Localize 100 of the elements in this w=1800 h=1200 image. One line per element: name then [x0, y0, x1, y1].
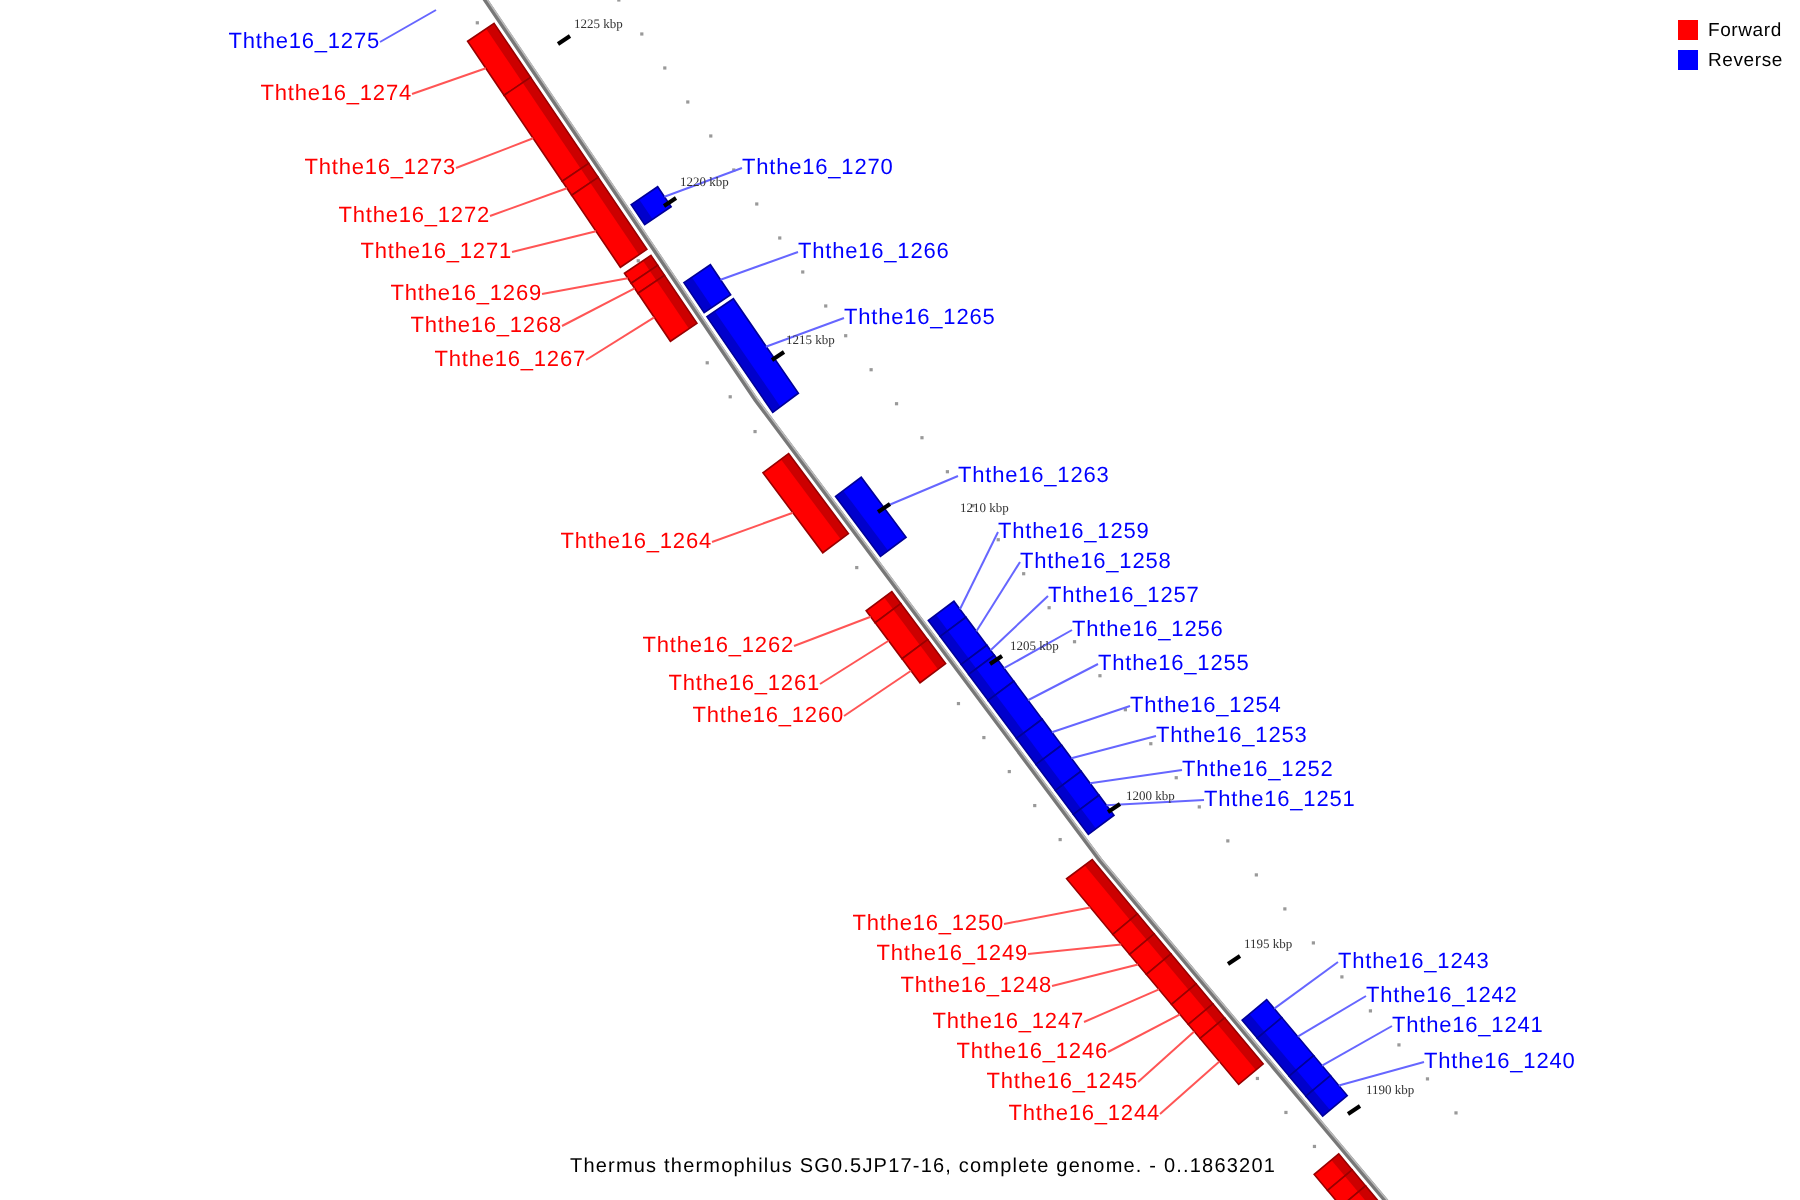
- gene-block: [927, 600, 968, 638]
- leader-line: [1027, 943, 1123, 955]
- gene-label: Ththe16_1266: [798, 238, 950, 266]
- gene-block: [1170, 982, 1214, 1026]
- leader-line: [379, 9, 437, 43]
- gene-label: Ththe16_1268: [410, 312, 562, 340]
- leader-line: [1159, 1060, 1221, 1115]
- leader-line: [843, 669, 913, 717]
- gene-block: [1065, 858, 1139, 936]
- leader-line: [1050, 705, 1131, 734]
- gene-label: Ththe16_1255: [1098, 650, 1250, 678]
- gene-label: Ththe16_1258: [1020, 548, 1172, 576]
- leader-line: [561, 287, 636, 327]
- gene-label: Ththe16_1270: [742, 154, 894, 182]
- gene-block: [466, 22, 532, 97]
- gene-block: [1072, 794, 1116, 836]
- legend-label: Forward: [1708, 19, 1782, 41]
- gene-label: Ththe16_1272: [338, 202, 490, 230]
- gene-label: Ththe16_1273: [304, 154, 456, 182]
- gene-block: [1241, 998, 1283, 1040]
- gene-block: [1034, 744, 1083, 792]
- gene-block: [561, 162, 600, 197]
- gene-block: [1128, 932, 1173, 976]
- gene-label: Ththe16_1257: [1048, 582, 1200, 610]
- leader-line: [585, 316, 656, 361]
- gene-block: [1111, 912, 1156, 956]
- gene-block: [900, 638, 947, 684]
- gene-label: Ththe16_1269: [390, 280, 542, 308]
- leader-line: [1003, 906, 1092, 925]
- gene-label: Ththe16_1263: [958, 462, 1110, 490]
- gene-block: [1054, 770, 1101, 816]
- gene-block: [1187, 1002, 1226, 1040]
- gene-label: Ththe16_1254: [1130, 692, 1282, 720]
- gene-block: [761, 452, 850, 554]
- leader-line: [1051, 963, 1139, 987]
- caption: Thermus thermophilus SG0.5JP17-16, complete genome. - 0..1863201: [570, 1156, 1277, 1180]
- gene-block: [1198, 1016, 1265, 1086]
- gene-label: Ththe16_1250: [852, 910, 1004, 938]
- leader-line: [411, 67, 487, 95]
- leader-line: [819, 639, 890, 685]
- gene-label: Ththe16_1244: [1008, 1100, 1160, 1128]
- gene-label: Ththe16_1274: [260, 80, 412, 108]
- leader-line: [711, 511, 794, 543]
- gene-block: [1256, 1016, 1315, 1078]
- gene-label: Ththe16_1265: [844, 304, 996, 332]
- gene-block: [1304, 1074, 1349, 1118]
- gene-label: Ththe16_1240: [1424, 1048, 1576, 1076]
- gene-block: [630, 185, 673, 226]
- leader-line: [1027, 663, 1099, 702]
- leader-line: [1089, 769, 1183, 785]
- gene-block: [636, 274, 699, 343]
- gene-block: [1313, 1152, 1354, 1192]
- leader-line: [455, 137, 535, 169]
- gene-label: Ththe16_1271: [360, 238, 512, 266]
- gene-label: Ththe16_1245: [986, 1068, 1138, 1096]
- leader-line: [1105, 799, 1205, 807]
- gene-block: [1288, 1054, 1332, 1098]
- gene-block: [987, 680, 1044, 740]
- leader-line: [958, 531, 999, 611]
- leader-line: [1107, 1013, 1181, 1053]
- gene-label: Ththe16_1241: [1392, 1012, 1544, 1040]
- gene-label: Ththe16_1249: [876, 940, 1028, 968]
- leader-line: [1083, 988, 1160, 1023]
- gene-block: [502, 76, 590, 183]
- gene-label: Ththe16_1261: [668, 670, 820, 698]
- gene-block: [570, 176, 648, 269]
- gene-label: Ththe16_1262: [642, 632, 794, 660]
- gene-label: Ththe16_1247: [932, 1008, 1084, 1036]
- leader-line: [663, 167, 743, 198]
- gene-label: Ththe16_1259: [998, 518, 1150, 546]
- gene-block: [865, 590, 902, 624]
- gene-label: Ththe16_1264: [560, 528, 712, 556]
- leader-line: [1070, 735, 1157, 760]
- gene-label: Ththe16_1252: [1182, 756, 1334, 784]
- leader-line: [989, 595, 1049, 652]
- gene-block: [1015, 718, 1063, 766]
- gene-label: Ththe16_1260: [692, 702, 844, 730]
- gene-block: [1326, 1168, 1367, 1200]
- gene-label: Ththe16_1251: [1204, 786, 1356, 814]
- leader-line: [1137, 1030, 1196, 1083]
- gene-block: [1145, 952, 1198, 1006]
- leader-line: [1321, 1025, 1393, 1067]
- leader-line: [1296, 995, 1367, 1038]
- leader-line: [1003, 629, 1073, 670]
- gene-label: Ththe16_1256: [1072, 616, 1224, 644]
- gene-label: Ththe16_1243: [1338, 948, 1490, 976]
- gene-label: Ththe16_1246: [956, 1038, 1108, 1066]
- gene-label: Ththe16_1242: [1366, 982, 1518, 1010]
- gene-label: Ththe16_1253: [1156, 722, 1308, 750]
- leader-line: [764, 317, 845, 348]
- leader-line: [541, 277, 629, 295]
- gene-block: [960, 644, 996, 676]
- leader-line: [719, 251, 799, 281]
- leader-line: [511, 230, 598, 253]
- leader-line: [1337, 1061, 1425, 1087]
- leader-line: [1273, 961, 1339, 1010]
- gene-label: Ththe16_1248: [900, 972, 1052, 1000]
- leader-line: [975, 561, 1021, 633]
- gene-label: Ththe16_1267: [434, 346, 586, 374]
- legend-label: Reverse: [1708, 49, 1783, 71]
